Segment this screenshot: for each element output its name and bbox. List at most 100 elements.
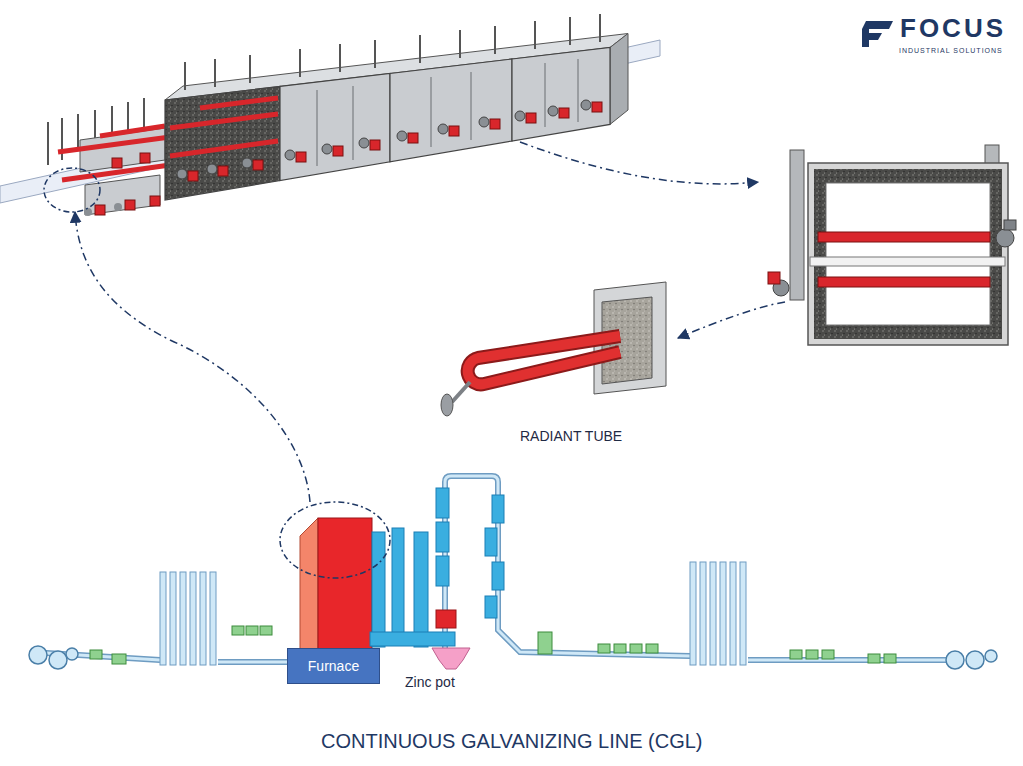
- rod: [339, 44, 341, 72]
- burner: [140, 153, 150, 163]
- rod: [534, 21, 536, 49]
- coil-reel: [966, 651, 984, 669]
- burner-fitting: [479, 117, 489, 127]
- burner-fitting: [548, 106, 558, 116]
- caption: CONTINUOUS GALVANIZING LINE (CGL): [321, 730, 703, 753]
- process-unit: [260, 626, 272, 635]
- burner: [333, 146, 343, 156]
- rod: [184, 62, 186, 90]
- accumulator-strand: [190, 572, 196, 665]
- burner: [125, 200, 135, 210]
- furnace-module: [280, 74, 390, 181]
- burner: [526, 113, 536, 123]
- burner-fitting: [438, 124, 448, 134]
- accumulator-strand: [710, 562, 716, 665]
- burner: [408, 133, 418, 143]
- accumulator-strand: [740, 562, 746, 665]
- accumulator-strand: [700, 562, 706, 665]
- logo-tagline: INDUSTRIAL SOLUTIONS: [899, 47, 1003, 55]
- furnace-module: [390, 59, 512, 162]
- burner: [218, 166, 228, 176]
- burner: [490, 119, 500, 129]
- tower-section: [492, 562, 504, 590]
- process-unit: [538, 632, 552, 654]
- panel: [85, 175, 160, 215]
- rod: [419, 35, 421, 63]
- burner: [95, 205, 105, 215]
- furnace-module: [512, 48, 610, 142]
- logo-icon: [862, 21, 893, 29]
- burner-fitting: [322, 144, 332, 154]
- rod: [94, 110, 96, 142]
- tower-section: [436, 488, 449, 518]
- process-unit: [822, 650, 834, 659]
- panel-divider: [578, 59, 579, 122]
- burner-fitting: [207, 164, 217, 174]
- coil-reel: [946, 651, 964, 669]
- accumulator-strand: [160, 572, 166, 665]
- burner: [592, 102, 602, 112]
- leader-arrow: [75, 212, 310, 502]
- coil-reel: [49, 651, 67, 669]
- furnace-chamber: [826, 183, 990, 325]
- radiant-tube: [58, 137, 170, 152]
- highlight-circle: [44, 168, 100, 212]
- gearbox: [1004, 220, 1016, 230]
- part-label: Zinc pot: [405, 674, 455, 690]
- cooling-section: [392, 528, 404, 640]
- leader-arrow: [678, 302, 785, 338]
- accumulator-strand: [180, 572, 186, 665]
- leader-arrow: [520, 142, 758, 184]
- furnace-side: [300, 518, 318, 665]
- panel-divider: [317, 90, 318, 166]
- burner: [188, 171, 198, 181]
- process-unit: [246, 626, 258, 635]
- process-unit: [90, 650, 102, 659]
- rod: [249, 55, 251, 83]
- end-cap: [441, 394, 453, 416]
- radiant-tube: [818, 277, 990, 287]
- snout: [370, 632, 455, 646]
- burner-fitting: [177, 169, 187, 179]
- radiant-tube: [818, 232, 990, 242]
- process-unit: [806, 650, 818, 659]
- process-unit: [868, 654, 880, 663]
- radiant-tube: [170, 114, 278, 128]
- burner-fitting: [84, 208, 92, 216]
- panel-divider: [471, 72, 472, 140]
- rod: [47, 122, 49, 165]
- process-unit: [232, 626, 244, 635]
- burner: [296, 152, 306, 162]
- radiant-tube: [468, 336, 620, 384]
- steel-strip: [0, 40, 660, 203]
- tower-section: [436, 556, 449, 586]
- burner: [449, 126, 459, 136]
- coil-reel: [29, 646, 47, 664]
- burner: [768, 272, 780, 284]
- highlight-circle: [280, 502, 390, 578]
- burner-fitting: [359, 138, 369, 148]
- panel-divider: [353, 86, 354, 160]
- burner: [370, 140, 380, 150]
- radiant-tube: [170, 141, 278, 156]
- cgl-schematic: [29, 476, 997, 669]
- coil-reel: [985, 650, 997, 662]
- roller: [810, 257, 1005, 266]
- process-unit: [646, 644, 658, 653]
- cooling-section: [372, 532, 385, 647]
- rod: [459, 30, 461, 58]
- burner: [559, 108, 569, 118]
- tower-section: [492, 495, 504, 523]
- module-side: [610, 34, 628, 125]
- process-unit: [630, 644, 642, 653]
- furnace-assembly: [0, 14, 660, 216]
- furnace-block: [318, 518, 372, 665]
- accumulator-strand: [200, 572, 206, 665]
- burner-fitting: [242, 158, 252, 168]
- burner-fitting: [285, 150, 295, 160]
- burner-fitting: [581, 100, 591, 110]
- burner: [112, 158, 122, 168]
- process-unit: [790, 650, 802, 659]
